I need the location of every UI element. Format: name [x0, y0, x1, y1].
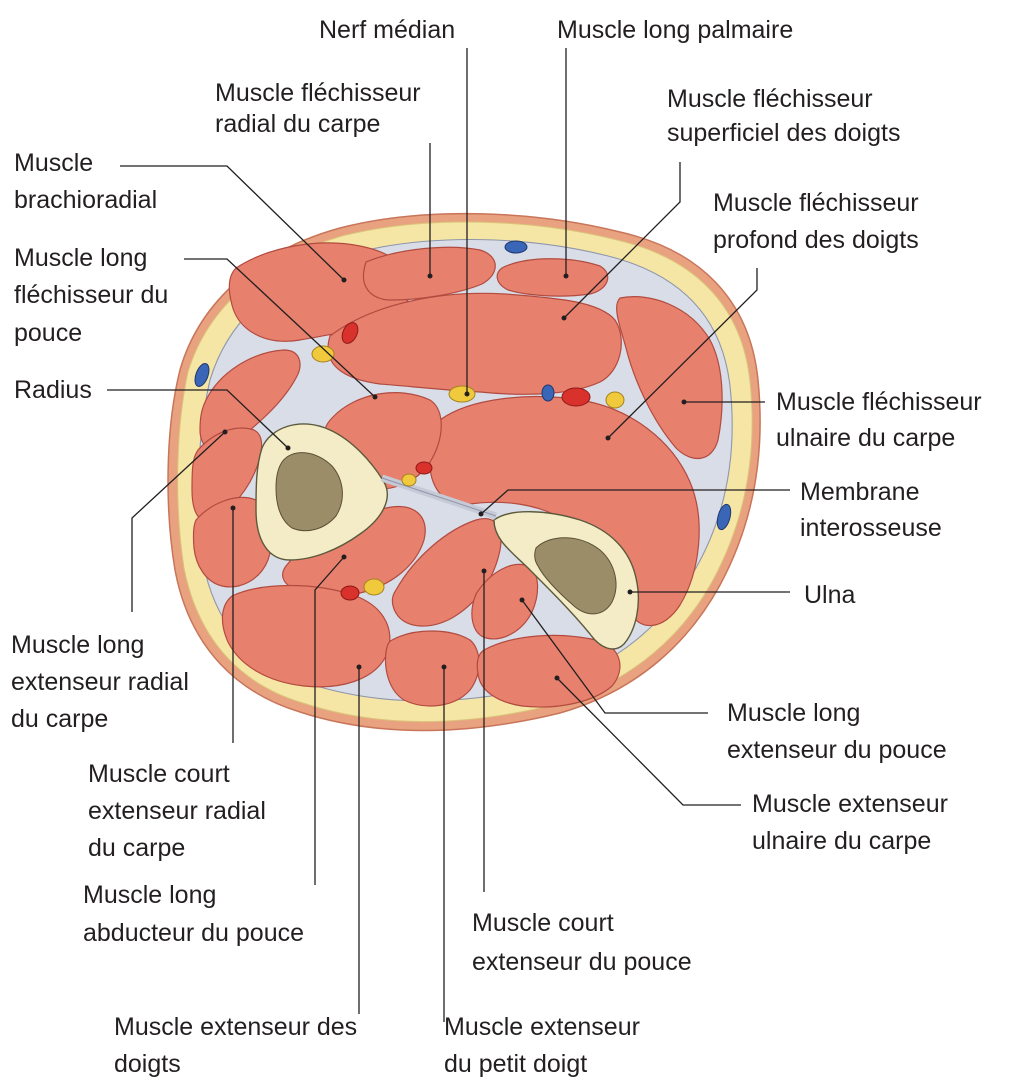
label-court-ext-radial-line3: du carpe [88, 834, 185, 862]
label-long-ext-radial-line1: Muscle long [11, 631, 144, 659]
median-nerve-icon [449, 386, 475, 402]
label-long-abducteur-line2: abducteur du pouce [83, 919, 304, 947]
label-radius: Radius [14, 376, 92, 404]
label-fl-profond-line2: profond des doigts [713, 226, 919, 254]
nerve-icon [402, 474, 416, 486]
label-ext-petit-doigt-line2: du petit doigt [444, 1050, 587, 1078]
label-long-abducteur-line1: Muscle long [83, 881, 216, 909]
label-ext-petit-doigt-line1: Muscle extenseur [444, 1013, 640, 1041]
label-long-ext-pouce-line1: Muscle long [727, 699, 860, 727]
label-nerf-median: Nerf médian [319, 16, 455, 44]
label-court-ext-radial-line2: extenseur radial [88, 797, 266, 825]
nerve-icon [606, 392, 624, 408]
label-fl-profond-line1: Muscle fléchisseur [713, 189, 919, 217]
label-long-palmaire: Muscle long palmaire [557, 16, 793, 44]
label-court-ext-radial-line1: Muscle court [88, 760, 230, 788]
extensor-digiti-minimi-muscle [386, 631, 479, 706]
vein-icon [542, 385, 554, 401]
label-court-ext-pouce-line1: Muscle court [472, 909, 614, 937]
label-court-ext-pouce-line2: extenseur du pouce [472, 948, 692, 976]
cross-section-illustration [168, 214, 760, 731]
label-fl-ulnaire-line1: Muscle fléchisseur [776, 388, 982, 416]
label-long-ext-pouce-line2: extenseur du pouce [727, 736, 947, 764]
artery-icon [416, 462, 432, 474]
label-ext-ulnaire-line1: Muscle extenseur [752, 790, 948, 818]
label-long-flechisseur-pouce-line1: Muscle long [14, 244, 147, 272]
label-ext-doigts-line2: doigts [114, 1050, 181, 1078]
label-membrane-line1: Membrane [800, 478, 920, 506]
label-long-ext-radial-line2: extenseur radial [11, 668, 189, 696]
label-brachioradial-line1: Muscle [14, 149, 93, 177]
label-flechisseur-radial-line2: radial du carpe [215, 110, 380, 138]
label-brachioradial-line2: brachioradial [14, 186, 157, 214]
label-fl-superficiel-line1: Muscle fléchisseur [667, 85, 873, 113]
label-long-flechisseur-pouce-line2: fléchisseur du [14, 281, 168, 309]
label-ulna: Ulna [804, 581, 856, 609]
label-fl-ulnaire-line2: ulnaire du carpe [776, 424, 955, 452]
label-flechisseur-radial-line1: Muscle fléchisseur [215, 79, 421, 107]
nerve-icon [364, 579, 384, 595]
label-ext-ulnaire-line2: ulnaire du carpe [752, 827, 931, 855]
artery-icon [562, 388, 590, 406]
vein-icon [505, 241, 527, 253]
label-membrane-line2: interosseuse [800, 514, 942, 542]
label-ext-doigts-line1: Muscle extenseur des [114, 1013, 357, 1041]
label-fl-superficiel-line2: superficiel des doigts [667, 119, 900, 147]
artery-icon [341, 586, 359, 600]
label-long-flechisseur-pouce-line3: pouce [14, 319, 82, 347]
label-long-ext-radial-line3: du carpe [11, 705, 108, 733]
